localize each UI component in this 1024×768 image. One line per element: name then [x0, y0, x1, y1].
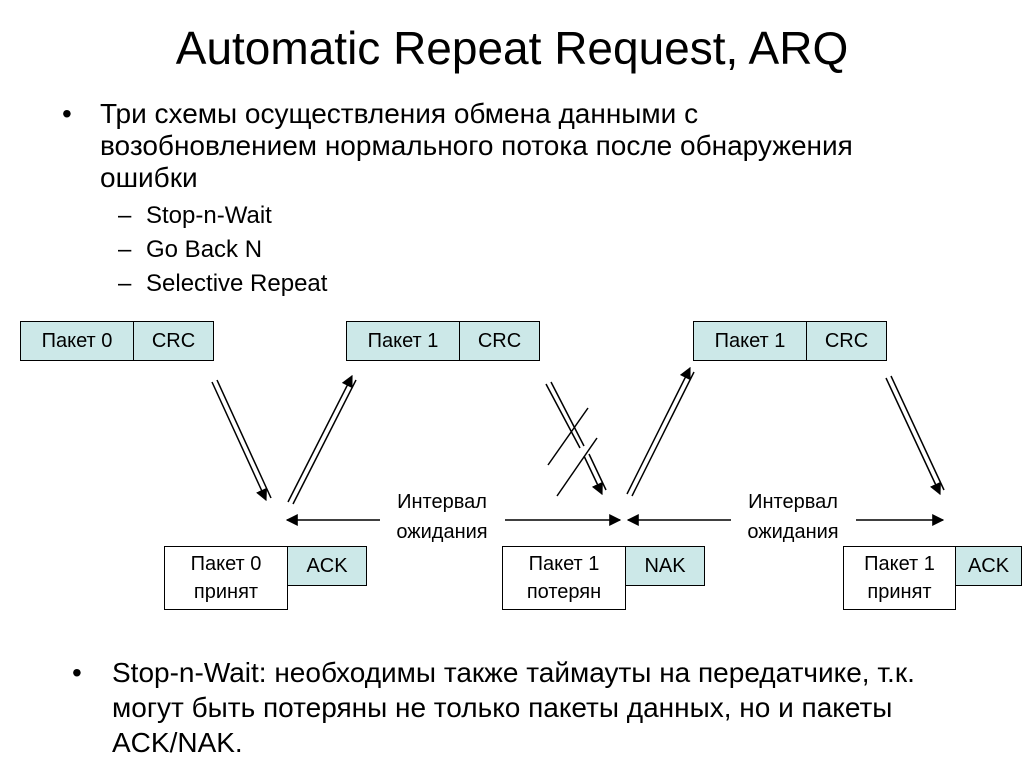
sender-packet-0: Пакет 0 — [20, 321, 134, 361]
arrow-packet-1-lost — [545, 381, 607, 496]
loss-mark — [556, 437, 598, 497]
arrow-nak-1-up — [626, 366, 695, 497]
sender-crc-0: CRC — [133, 321, 214, 361]
intro-text: Три схемы осуществления обмена данными с… — [100, 98, 853, 193]
receiver-status-2: Пакет 1 принят — [843, 546, 956, 610]
sender-crc-1: CRC — [459, 321, 540, 361]
scheme-label: Stop-n-Wait — [146, 202, 272, 229]
receiver-status-1: Пакет 1 потерян — [502, 546, 626, 610]
slide-title: Automatic Repeat Request, ARQ — [175, 22, 849, 74]
loss-mark — [547, 407, 589, 466]
wait-interval-line2: ожидания — [747, 521, 839, 543]
receiver-status-line2: потерян — [526, 581, 602, 603]
dash-marker: – — [118, 202, 132, 229]
bullet-marker: • — [72, 657, 82, 688]
receiver-status-line2: принят — [867, 581, 932, 603]
wait-interval-label-2: Интервал ожидания — [731, 487, 855, 547]
receiver-reply-ack-0: ACK — [287, 546, 367, 586]
sender-crc-2: CRC — [806, 321, 887, 361]
receiver-status-line1: Пакет 1 — [864, 553, 935, 575]
scheme-label: Selective Repeat — [146, 270, 328, 297]
scheme-label: Go Back N — [146, 236, 263, 263]
wait-interval-line1: Интервал — [397, 491, 487, 513]
sender-packet-1: Пакет 1 — [346, 321, 460, 361]
sender-packet-2: Пакет 1 — [693, 321, 807, 361]
wait-interval-line1: Интервал — [748, 491, 838, 513]
arrow-packet-1-resend-down — [885, 375, 945, 496]
dash-marker: – — [118, 236, 132, 263]
receiver-status-0: Пакет 0 принят — [164, 546, 288, 610]
receiver-reply-ack-2: ACK — [955, 546, 1022, 586]
bullet-marker: • — [62, 98, 72, 129]
receiver-reply-nak-1: NAK — [625, 546, 705, 586]
receiver-status-line1: Пакет 1 — [528, 553, 600, 575]
wait-interval-line2: ожидания — [396, 521, 488, 543]
arrow-ack-0-up — [287, 374, 357, 505]
note-text: Stop-n-Wait: необходимы также таймауты н… — [112, 657, 915, 758]
dash-marker: – — [118, 270, 132, 297]
wait-interval-label-1: Интервал ожидания — [380, 487, 504, 547]
arrow-packet-0-down — [211, 379, 272, 502]
receiver-status-line1: Пакет 0 — [190, 553, 262, 575]
receiver-status-line2: принят — [193, 581, 259, 603]
